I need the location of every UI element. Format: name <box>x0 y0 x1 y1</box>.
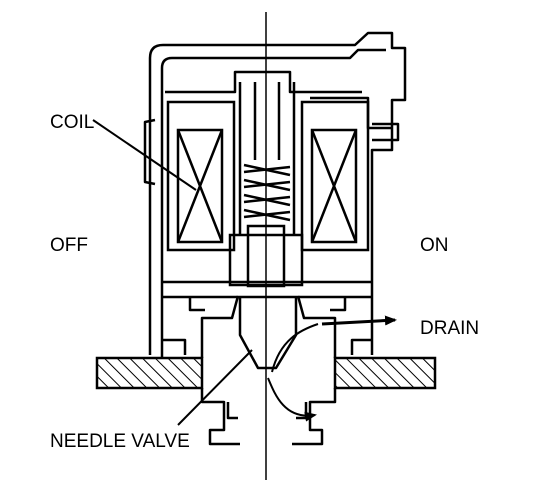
coil-leader-line <box>92 119 197 191</box>
needle-valve-label: NEEDLE VALVE <box>50 431 190 452</box>
mounting-surface <box>95 356 437 390</box>
flow-lines <box>267 323 319 422</box>
drain-label: DRAIN <box>420 318 479 339</box>
solenoid-housing <box>143 31 407 357</box>
drain-arrow <box>321 315 397 326</box>
off-label: OFF <box>50 235 88 256</box>
on-label: ON <box>420 235 449 256</box>
valve-body <box>200 295 337 446</box>
needle-valve-leader-line <box>177 349 253 426</box>
coil-label: COIL <box>50 112 94 133</box>
coil-windings <box>166 100 370 252</box>
